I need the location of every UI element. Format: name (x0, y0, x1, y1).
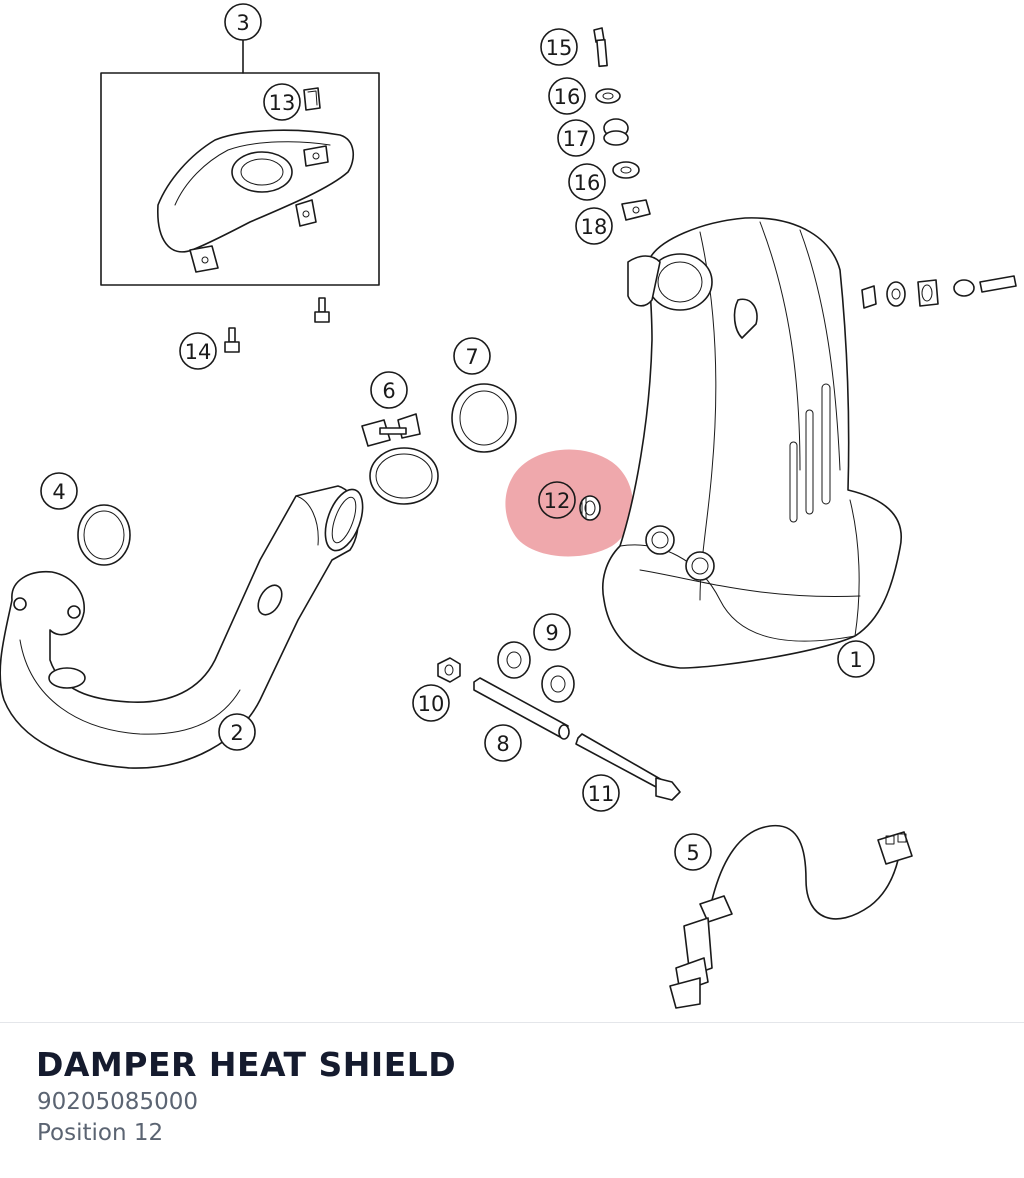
part-14-bolts (224, 297, 330, 353)
callout-label: 4 (52, 480, 65, 504)
part-9-bushings (497, 641, 575, 703)
callout-1: 1 (837, 640, 875, 678)
callout-14: 14 (179, 332, 217, 370)
part-11-bolt (575, 733, 681, 801)
callout-11: 11 (582, 774, 620, 812)
part-1-side-hardware (861, 275, 1017, 309)
part-title: DAMPER HEAT SHIELD (36, 1045, 457, 1084)
part-1-muffler (602, 217, 902, 669)
part-4-gasket (77, 504, 131, 566)
part-10-nut (437, 657, 461, 683)
callout-label: 3 (236, 11, 249, 35)
callout-4: 4 (40, 472, 78, 510)
part-6-clamp (361, 413, 439, 505)
callout-label: 11 (588, 782, 615, 806)
callout-label: 14 (185, 340, 212, 364)
callout-label: 8 (496, 732, 509, 756)
callout-label: 12 (544, 489, 571, 513)
callout-7: 7 (453, 337, 491, 375)
callout-label: 5 (686, 841, 699, 865)
callout-label: 6 (382, 379, 395, 403)
part-number: 90205085000 (37, 1089, 198, 1115)
callout-16-lower: 16 (568, 163, 606, 201)
callout-label: 17 (563, 127, 590, 151)
callout-label: 7 (465, 345, 478, 369)
part-5-lambda-sensor (669, 824, 913, 1009)
part-2-header-pipe (0, 485, 364, 769)
callout-label: 13 (269, 91, 296, 115)
part-7-sleeve-ring (451, 383, 517, 453)
part-12-grommet (579, 495, 601, 521)
callout-label: 9 (545, 621, 558, 645)
callout-17: 17 (557, 119, 595, 157)
highlight-area (505, 449, 633, 557)
callout-label: 1 (849, 648, 862, 672)
callout-6: 6 (370, 371, 408, 409)
exploded-parts-diagram: 1 2 3 4 5 6 7 8 9 10 11 12 (0, 3, 1017, 1009)
callout-9: 9 (533, 613, 571, 651)
callout-16-upper: 16 (548, 77, 586, 115)
callout-label: 2 (230, 721, 243, 745)
part-position: Position 12 (37, 1120, 164, 1146)
callout-12: 12 (538, 481, 576, 519)
callout-label: 16 (554, 85, 581, 109)
part-8-spacer-tube (473, 677, 570, 740)
callout-label: 15 (546, 36, 573, 60)
callout-label: 16 (574, 171, 601, 195)
callout-8: 8 (484, 724, 522, 762)
callout-5: 5 (674, 833, 712, 871)
callout-15: 15 (540, 28, 578, 66)
callout-10: 10 (412, 684, 450, 722)
part-15-18-hardware (593, 27, 651, 221)
callout-2: 2 (218, 713, 256, 751)
callout-3: 3 (224, 3, 262, 41)
callout-13: 13 (263, 83, 301, 121)
callout-label: 10 (418, 692, 445, 716)
callout-label: 18 (581, 215, 608, 239)
part-3-heat-shield-assembly (100, 39, 380, 286)
part-info-panel: DAMPER HEAT SHIELD 90205085000 Position … (0, 1022, 1024, 1178)
callout-18: 18 (575, 207, 613, 245)
